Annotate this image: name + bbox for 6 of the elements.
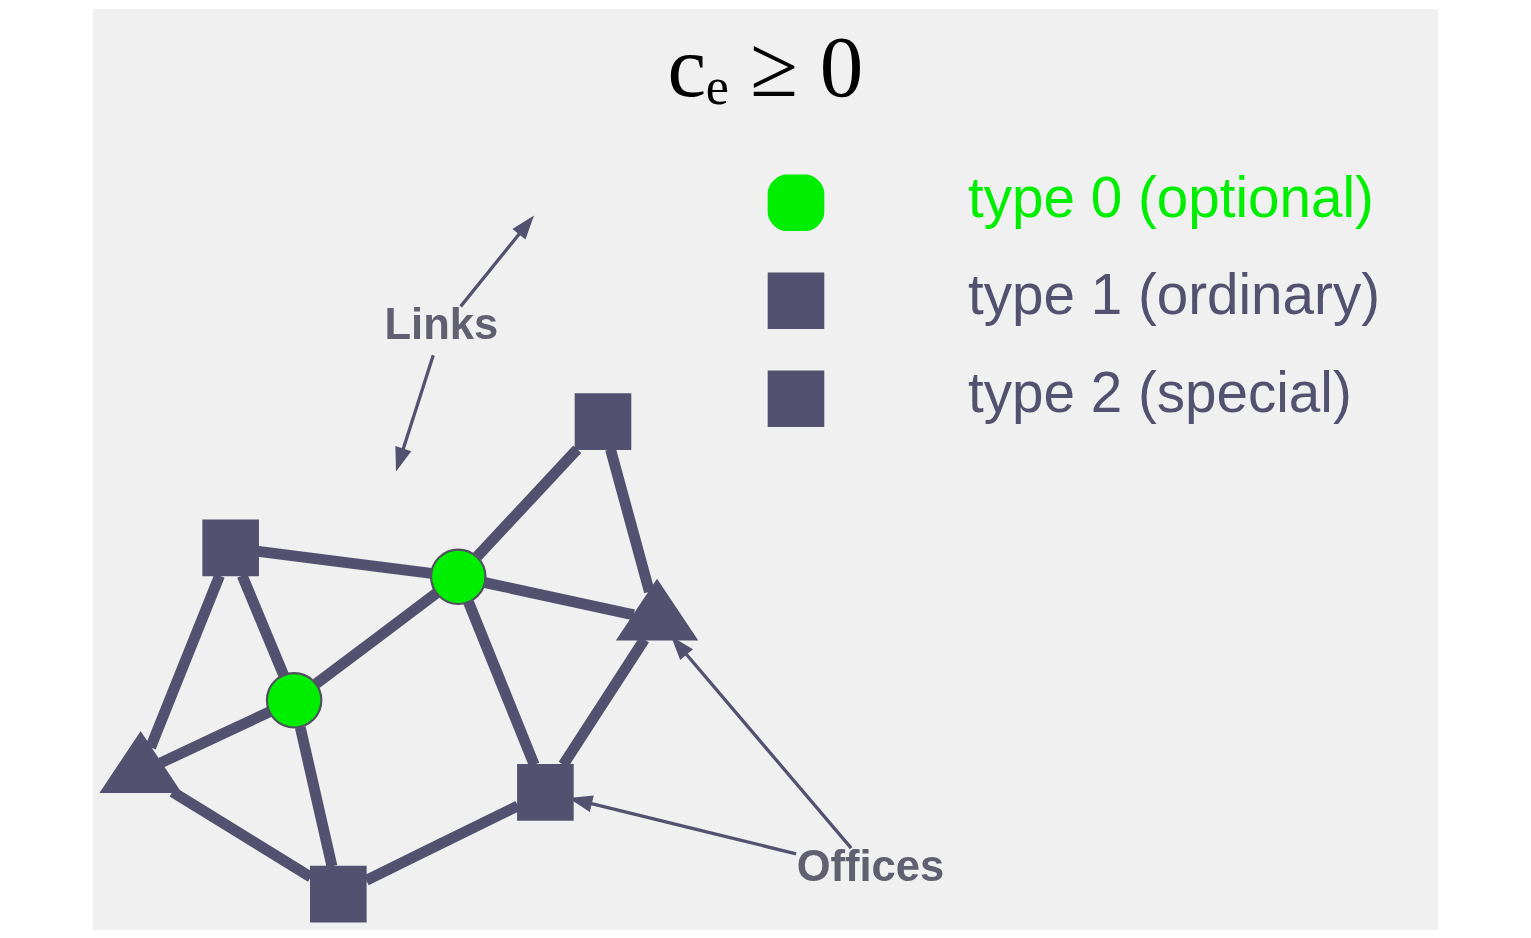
diagram-title: cₑ ≥ 0 [667,17,864,115]
legend-label: type 2 (special) [967,360,1352,424]
node-text: Offices [796,841,945,890]
legend-label: type 1 (ordinary) [967,262,1381,326]
legend-label: type 0 (optional) [967,165,1374,228]
node-text: Links [384,299,499,348]
